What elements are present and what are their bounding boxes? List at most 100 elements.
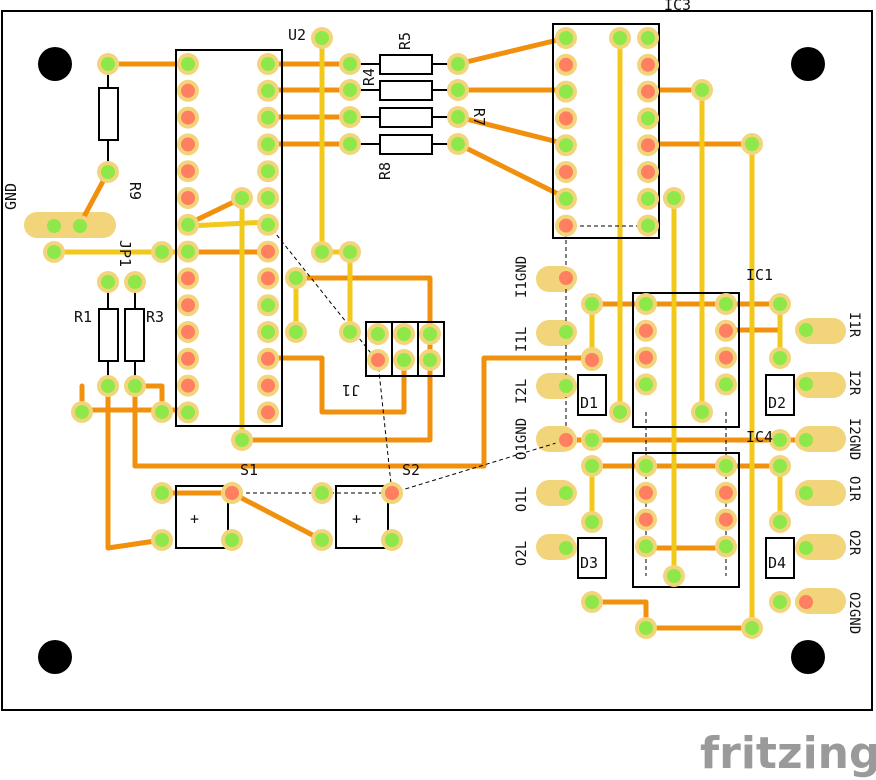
label-s1-plus: + — [190, 510, 199, 528]
mounting-hole-bottom-right — [791, 640, 825, 674]
u2-pad — [181, 298, 195, 313]
j1-pad — [371, 327, 385, 341]
label-o2r: O2R — [846, 530, 862, 556]
label-r4: R4 — [360, 68, 378, 86]
pad — [155, 405, 169, 419]
ic3-outline — [552, 23, 660, 239]
ic3-pad — [559, 218, 573, 233]
ic3-pad — [559, 111, 573, 126]
pad — [773, 297, 787, 311]
pad — [343, 245, 357, 259]
pad — [559, 486, 573, 500]
pad — [101, 379, 115, 393]
label-ic3: IC3 — [664, 0, 691, 14]
pad — [101, 275, 115, 289]
u2-pad — [181, 271, 195, 286]
pad — [155, 533, 169, 547]
pad — [101, 57, 115, 71]
pad — [745, 137, 759, 151]
u2-pad — [181, 217, 195, 232]
pad — [559, 541, 573, 555]
ic4-pad — [639, 485, 653, 500]
pad — [155, 486, 169, 500]
pad — [773, 595, 787, 609]
label-i2l: I2L — [514, 379, 530, 404]
pad — [73, 219, 87, 233]
pad — [47, 219, 61, 233]
ic3-pad — [641, 57, 655, 72]
mounting-hole-top-right — [791, 47, 825, 81]
label-i1gnd: I1GND — [514, 256, 530, 298]
pad — [559, 379, 573, 393]
ic1-pad — [719, 350, 733, 365]
u2-pad — [181, 110, 195, 125]
u2-pad — [261, 405, 275, 420]
pad — [128, 275, 142, 289]
ic3-pad — [641, 111, 655, 126]
pad — [667, 569, 681, 583]
pad-unrouted — [559, 433, 573, 447]
pad — [585, 459, 599, 473]
ic4-pad — [719, 485, 733, 500]
pad — [343, 137, 357, 151]
u2-pad — [181, 191, 195, 205]
label-r5: R5 — [396, 32, 414, 50]
pad — [235, 433, 249, 447]
ic1-pad — [639, 297, 653, 311]
pad — [613, 405, 627, 419]
pad-unrouted — [225, 486, 239, 500]
ic1-pad — [639, 377, 653, 392]
pad — [773, 515, 787, 529]
pad — [773, 433, 787, 447]
d1-body — [577, 374, 607, 416]
label-ic4: IC4 — [746, 428, 773, 446]
pad — [315, 533, 329, 547]
ic1-pad — [639, 350, 653, 365]
label-r3: R3 — [146, 308, 164, 326]
u2-pad — [261, 244, 275, 259]
fritzing-logo: fritzing — [700, 728, 876, 779]
pad-unrouted — [371, 353, 385, 367]
ic3-pad — [559, 191, 573, 206]
u2-pad — [261, 351, 275, 366]
label-s2-plus: + — [352, 510, 361, 528]
label-gnd: GND — [2, 183, 20, 210]
pad — [585, 433, 599, 447]
j1-pad — [397, 353, 411, 367]
pad — [385, 533, 399, 547]
label-i1l: I1L — [514, 327, 530, 352]
u2-pad — [261, 137, 275, 152]
pad — [289, 271, 303, 285]
label-d2: D2 — [768, 394, 786, 412]
ic1-pad — [719, 377, 733, 392]
label-u2: U2 — [288, 26, 306, 44]
ic3-pad — [559, 165, 573, 179]
pad — [155, 245, 169, 259]
pad — [695, 405, 709, 419]
component-pads — [43, 27, 817, 639]
s2-outline — [335, 485, 389, 549]
ic1-pad — [719, 323, 733, 338]
pad — [799, 486, 813, 500]
u2-pad — [181, 378, 195, 393]
pad — [559, 325, 573, 339]
pad — [343, 83, 357, 97]
u2-pad — [181, 325, 195, 339]
u2-pad — [261, 217, 275, 232]
label-s2: S2 — [402, 461, 420, 479]
label-d3: D3 — [580, 554, 598, 572]
pad — [343, 325, 357, 339]
pad — [343, 110, 357, 124]
label-i2gnd: I2GND — [846, 418, 862, 460]
pad — [451, 137, 465, 151]
pad — [585, 515, 599, 529]
ic3-pad — [641, 138, 655, 153]
pad — [585, 297, 599, 311]
pad-unrouted — [385, 486, 399, 500]
label-r8: R8 — [376, 162, 394, 180]
d4-body — [765, 537, 795, 579]
label-r1: R1 — [74, 308, 92, 326]
mounting-hole-top-left — [38, 47, 72, 81]
pad — [451, 57, 465, 71]
pad — [639, 621, 653, 635]
